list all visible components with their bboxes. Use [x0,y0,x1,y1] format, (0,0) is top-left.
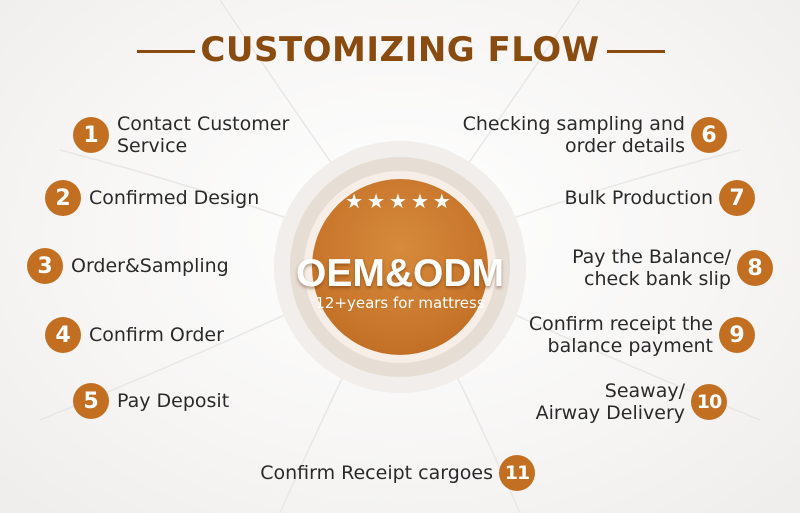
title-rule-left [137,50,195,53]
title-rule-right [607,50,665,53]
step-label: Pay Deposit [117,390,230,412]
step-label: Confirmed Design [89,187,260,209]
step-6: 6 Checking sampling and order details [463,113,727,157]
center-core [312,179,488,355]
step-label: Contact Customer Service [117,113,290,157]
step-number-badge: 9 [719,317,755,353]
step-3: 3 Order&Sampling [27,248,229,284]
step-4: 4 Confirm Order [45,317,224,353]
step-number-badge: 11 [499,455,535,491]
step-label: Pay the Balance/ check bank slip [572,246,731,290]
step-label: Order&Sampling [71,255,229,277]
step-label: Confirm Receipt cargoes [260,462,493,484]
star-rating-icon: ★★★★★ [345,189,455,213]
step-number-badge: 8 [737,250,773,286]
step-7: 7 Bulk Production [565,180,755,216]
center-sublabel: 12+years for mattress [315,294,485,312]
center-emblem: ★★★★★ OEM&ODM 12+years for mattress [274,141,526,393]
step-9: 9 Confirm receipt the balance payment [529,313,755,357]
step-1: 1 Contact Customer Service [73,113,289,157]
step-2: 2 Confirmed Design [45,180,259,216]
header: CUSTOMIZING FLOW [0,26,800,76]
step-label: Bulk Production [564,187,713,209]
step-8: 8 Pay the Balance/ check bank slip [572,246,773,290]
page-title: CUSTOMIZING FLOW [200,30,600,70]
step-number-badge: 10 [691,384,727,420]
step-number-badge: 4 [45,317,81,353]
step-number-badge: 2 [45,180,81,216]
step-5: 5 Pay Deposit [73,383,229,419]
step-label: Confirm Order [89,324,224,346]
step-label: Seaway/ Airway Delivery [535,380,685,424]
step-number-badge: 7 [719,180,755,216]
step-label: Checking sampling and order details [462,113,685,157]
step-number-badge: 3 [27,248,63,284]
step-11: 11 Confirm Receipt cargoes [260,455,535,491]
step-label: Confirm receipt the balance payment [528,313,713,357]
step-number-badge: 1 [73,117,109,153]
step-number-badge: 5 [73,383,109,419]
step-number-badge: 6 [691,117,727,153]
center-label: OEM&ODM [296,252,504,295]
step-10: 10 Seaway/ Airway Delivery [536,380,727,424]
